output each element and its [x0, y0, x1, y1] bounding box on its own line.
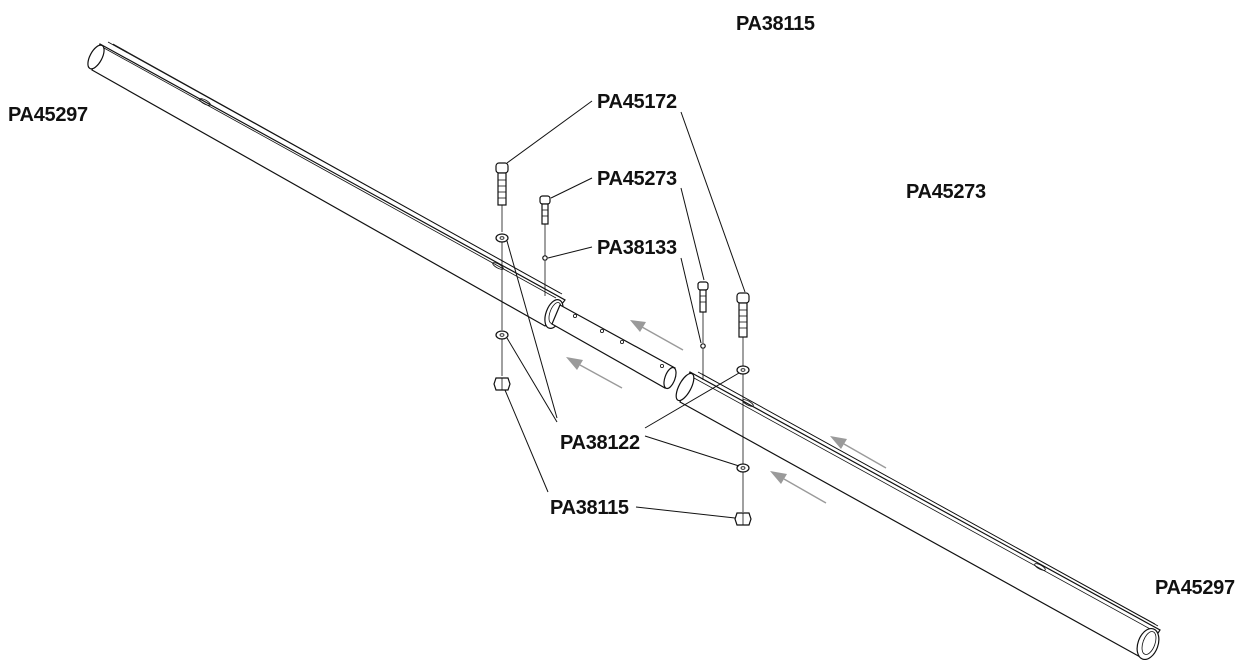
direction-arrow-3	[830, 436, 887, 469]
leader-lines	[504, 100, 746, 519]
left-tube	[87, 41, 566, 329]
label-top-right-nut: PA38115	[736, 13, 815, 35]
direction-arrow-4	[770, 471, 827, 504]
label-long-bolt: PA45172	[597, 91, 677, 113]
label-short-bolt-b: PA45273	[906, 181, 986, 203]
inner-sleeve	[551, 304, 677, 390]
long-bolt-left	[495, 162, 509, 232]
short-bolt-right	[697, 281, 709, 343]
label-flat-washer: PA38122	[560, 432, 640, 454]
nut-right	[734, 512, 752, 526]
short-bolt-left	[539, 195, 551, 256]
flat-washer-left-bottom	[495, 330, 509, 340]
label-left-tube: PA45297	[8, 104, 88, 126]
flat-washer-right-bottom	[736, 463, 750, 473]
lock-washer-left	[542, 255, 548, 261]
nut-left	[493, 377, 511, 391]
direction-arrow-2	[566, 357, 623, 389]
right-tube	[675, 371, 1161, 660]
label-right-tube: PA45297	[1155, 577, 1235, 599]
flat-washer-left-top	[495, 233, 509, 243]
label-nut: PA38115	[550, 497, 629, 519]
lock-washer-right	[700, 343, 706, 349]
long-bolt-right	[736, 292, 750, 366]
direction-arrow-1	[630, 320, 684, 351]
label-short-bolt-a: PA45273	[597, 168, 677, 190]
label-lock-washer: PA38133	[597, 237, 677, 259]
